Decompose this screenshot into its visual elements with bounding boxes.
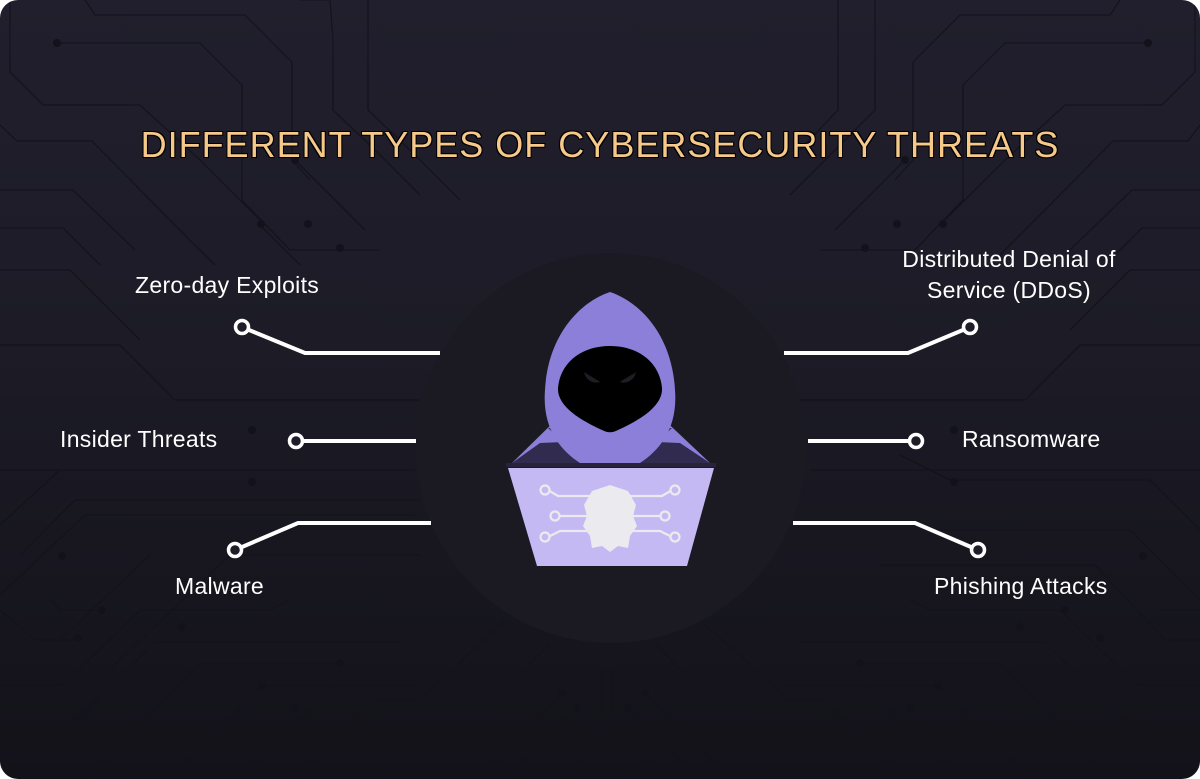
node-insider [287, 432, 305, 450]
threat-label-ddos-line1: Distributed Denial of [902, 246, 1116, 272]
threat-label-ransomware: Ransomware [962, 426, 1101, 452]
node-malware [226, 541, 244, 559]
hooded-hacker-with-laptop-icon [506, 292, 716, 566]
threat-label-ddos-line2: Service (DDoS) [927, 277, 1091, 303]
node-ransomware [907, 432, 925, 450]
node-phishing [969, 541, 987, 559]
page-title: DIFFERENT TYPES OF CYBERSECURITY THREATS [140, 124, 1060, 166]
node-ddos [961, 318, 979, 336]
threat-label-zero-day-exploits: Zero-day Exploits [135, 272, 320, 298]
threat-label-ddos: Distributed Denial of Service (DDoS) [870, 246, 1148, 304]
threat-label-malware: Malware [175, 573, 265, 599]
threat-label-phishing-attacks: Phishing Attacks [934, 573, 1108, 599]
threat-label-insider-threats: Insider Threats [60, 426, 218, 452]
node-zero-day [233, 318, 251, 336]
